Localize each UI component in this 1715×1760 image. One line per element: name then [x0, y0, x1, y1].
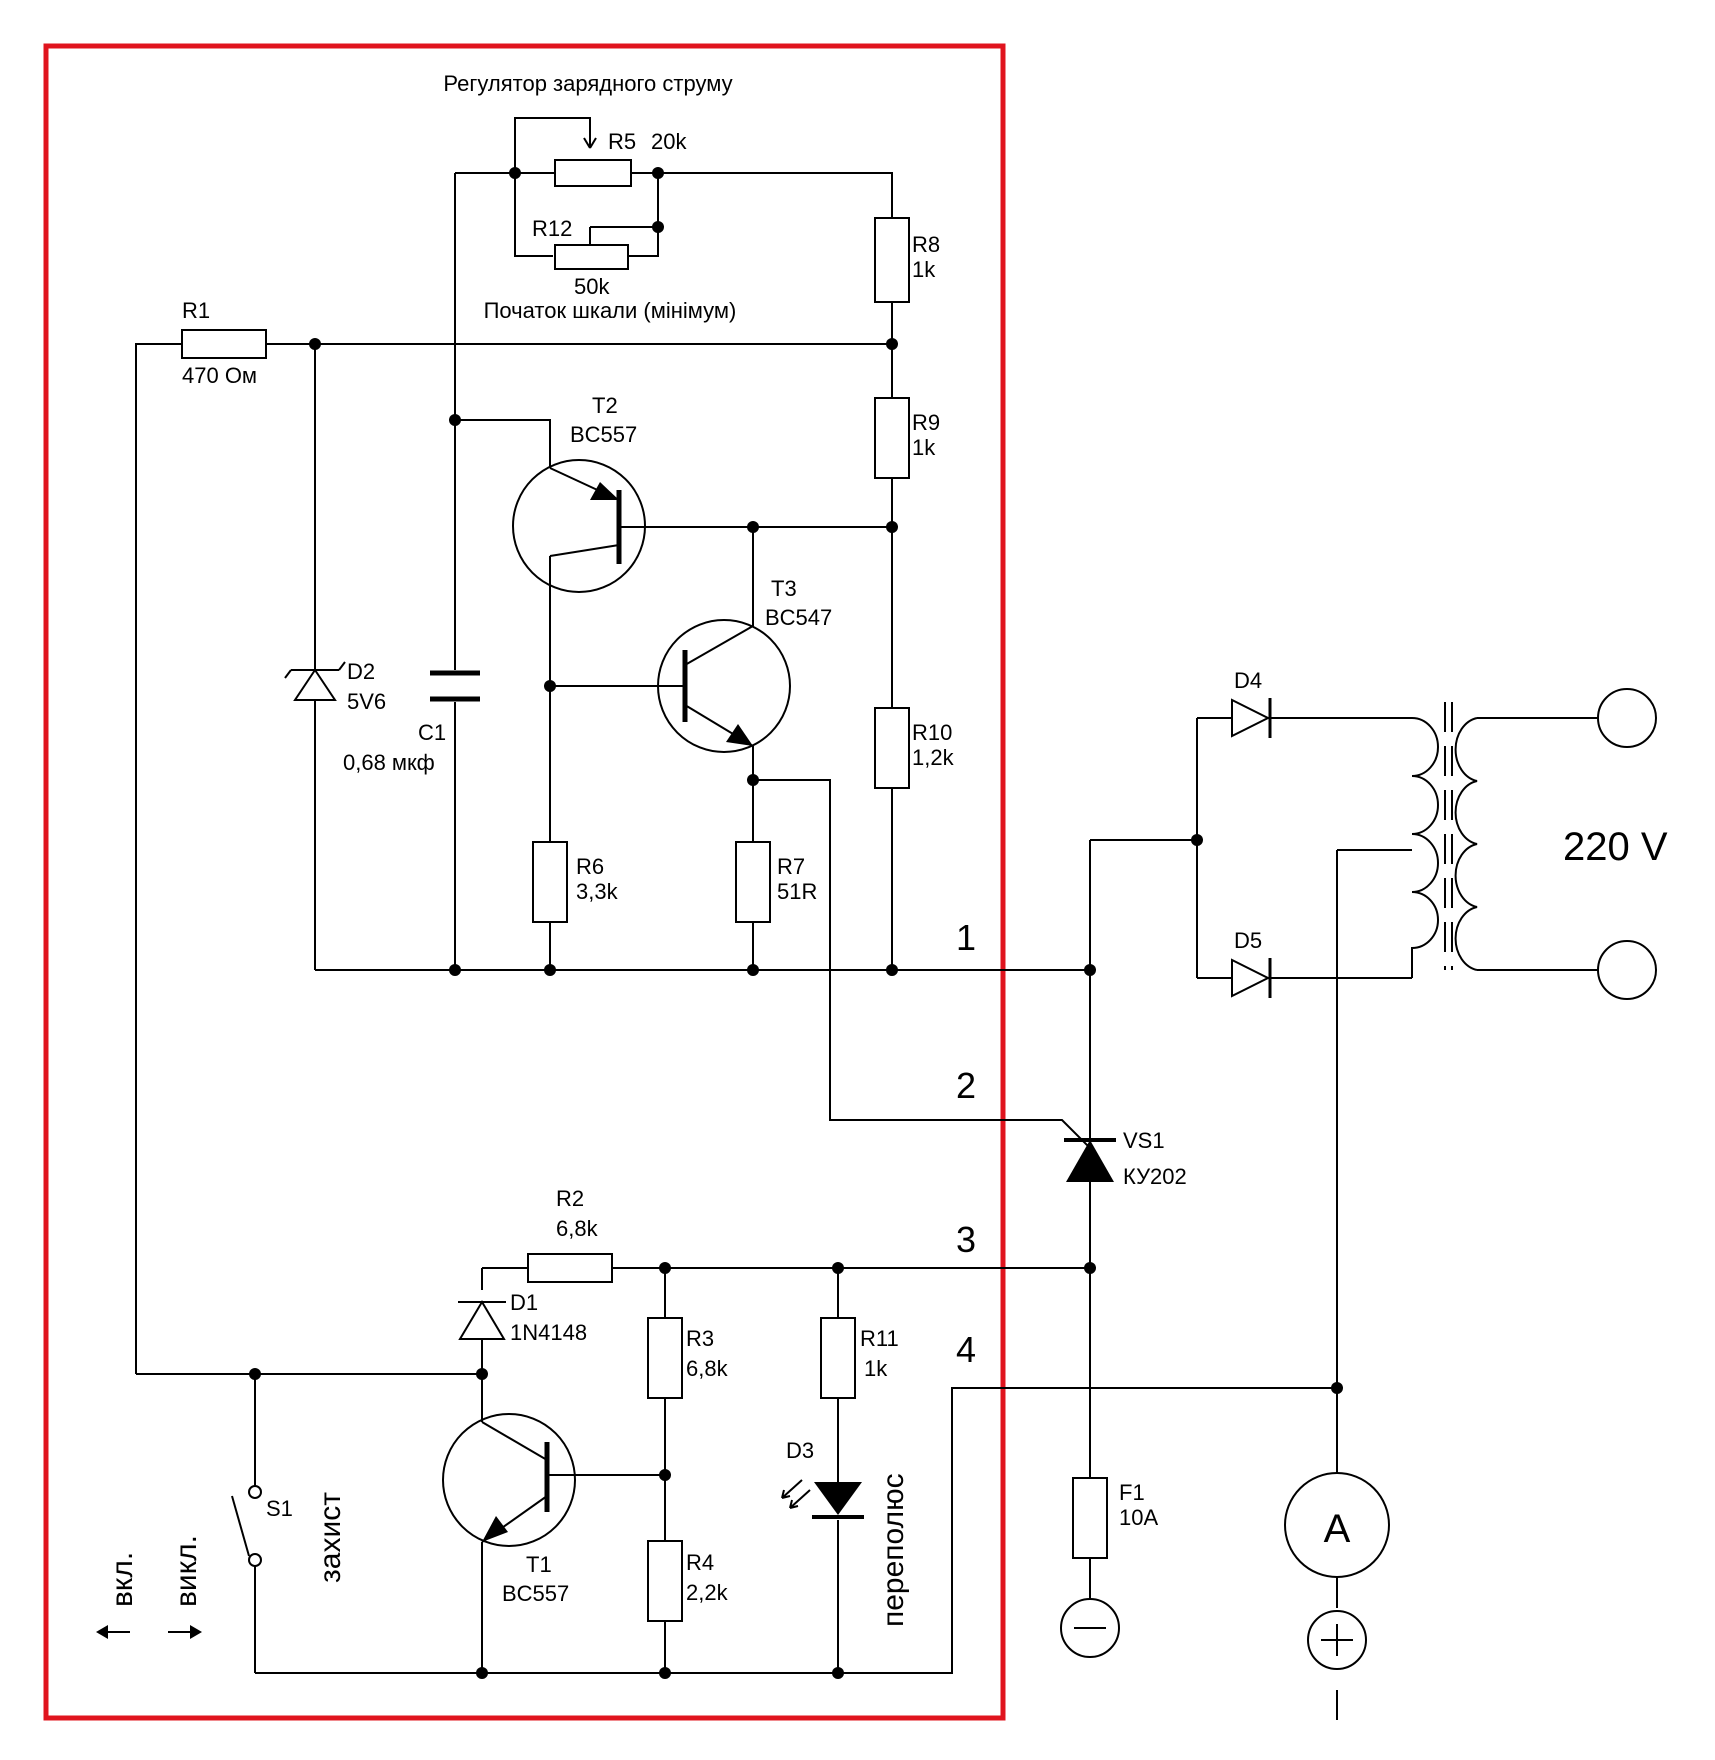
capacitor-c1 — [430, 670, 480, 702]
mains-terminal-bottom — [1597, 940, 1657, 1000]
d2-value: 5V6 — [347, 689, 386, 714]
wire-number-2: 2 — [956, 1065, 976, 1106]
r6-name: R6 — [576, 854, 604, 879]
r3-value: 6,8k — [686, 1356, 729, 1381]
control-board-frame — [43, 43, 1006, 1721]
wire-number-4: 4 — [956, 1329, 976, 1370]
scale-start-label: Початок шкали (мінімум) — [484, 298, 737, 323]
r11-name: R11 — [860, 1326, 899, 1351]
led-d3 — [781, 1479, 864, 1519]
t3-type: BC547 — [765, 605, 832, 630]
r3-name: R3 — [686, 1326, 714, 1351]
resistor-r2 — [527, 1253, 613, 1283]
transistor-t2 — [512, 459, 646, 593]
r5-name: R5 — [608, 129, 636, 154]
protection-label: захист — [314, 1492, 347, 1583]
vs1-type: КУ202 — [1123, 1164, 1187, 1189]
resistor-r8 — [874, 217, 910, 303]
d5-name: D5 — [1234, 928, 1262, 953]
battery-positive-terminal — [1307, 1610, 1367, 1670]
r4-value: 2,2k — [686, 1580, 729, 1605]
r1-value: 470 Ом — [182, 363, 257, 388]
c1-name: C1 — [418, 720, 446, 745]
t3-name: T3 — [771, 576, 797, 601]
r6-value: 3,3k — [576, 879, 619, 904]
resistor-r5 — [554, 159, 632, 187]
resistor-r10 — [874, 707, 910, 789]
zener-diode-d2 — [284, 661, 346, 701]
thyristor-vs1 — [1064, 1138, 1116, 1182]
switch-s1 — [231, 1485, 262, 1567]
d3-name: D3 — [786, 1438, 814, 1463]
reverse-polarity-label: переполюс — [877, 1473, 910, 1627]
resistor-r12 — [554, 244, 629, 270]
transformer — [1411, 702, 1478, 978]
mains-terminal-top — [1597, 688, 1657, 748]
diode-d5 — [1231, 958, 1272, 998]
f1-name: F1 — [1119, 1480, 1145, 1505]
diode-d4 — [1231, 698, 1272, 738]
c1-value: 0,68 мкф — [343, 750, 435, 775]
ammeter — [1284, 1472, 1390, 1578]
r12-value: 50k — [574, 274, 610, 299]
r9-value: 1k — [912, 435, 936, 460]
t1-name: T1 — [526, 1552, 552, 1577]
resistor-r3 — [647, 1317, 683, 1399]
s1-name: S1 — [266, 1496, 293, 1521]
r7-name: R7 — [777, 854, 805, 879]
resistor-r6 — [532, 841, 568, 923]
diode-d1 — [458, 1300, 506, 1340]
r2-value: 6,8k — [556, 1216, 599, 1241]
r7-value: 51R — [777, 879, 817, 904]
d1-type: 1N4148 — [510, 1320, 587, 1345]
transistor-t1 — [442, 1413, 576, 1547]
r10-name: R10 — [912, 720, 952, 745]
d1-name: D1 — [510, 1290, 538, 1315]
wire-number-1: 1 — [956, 917, 976, 958]
ammeter-symbol: A — [1324, 1507, 1351, 1551]
d4-name: D4 — [1234, 668, 1262, 693]
junctions — [249, 167, 1343, 1679]
t1-type: BC557 — [502, 1581, 569, 1606]
r10-value: 1,2k — [912, 745, 955, 770]
r5-value: 20k — [651, 129, 687, 154]
mains-voltage-label: 220 V — [1563, 825, 1668, 869]
fuse-f1 — [1072, 1477, 1108, 1559]
resistor-r4 — [647, 1540, 683, 1622]
switch-off-label: викл. — [170, 1535, 203, 1607]
r9-name: R9 — [912, 410, 940, 435]
t2-type: BC557 — [570, 422, 637, 447]
resistor-r1 — [181, 329, 267, 359]
t2-name: T2 — [592, 393, 618, 418]
switch-direction-arrows — [96, 1625, 202, 1639]
r4-name: R4 — [686, 1550, 714, 1575]
battery-negative-terminal — [1060, 1598, 1120, 1658]
d2-name: D2 — [347, 659, 375, 684]
wire-number-3: 3 — [956, 1219, 976, 1260]
transistor-t3 — [657, 619, 791, 753]
resistor-r9 — [874, 397, 910, 479]
switch-on-label: вкл. — [106, 1552, 139, 1607]
wires — [135, 117, 1600, 1720]
r2-name: R2 — [556, 1186, 584, 1211]
f1-value: 10A — [1119, 1505, 1158, 1530]
r12-name: R12 — [532, 216, 572, 241]
regulator-title: Регулятор зарядного струму — [443, 71, 732, 96]
r5-wiper-arrow — [583, 137, 597, 149]
vs1-name: VS1 — [1123, 1128, 1165, 1153]
r11-value: 1k — [864, 1356, 888, 1381]
resistor-r11 — [820, 1317, 856, 1399]
r8-name: R8 — [912, 232, 940, 257]
resistor-r7 — [735, 841, 771, 923]
r8-value: 1k — [912, 257, 936, 282]
r1-name: R1 — [182, 298, 210, 323]
